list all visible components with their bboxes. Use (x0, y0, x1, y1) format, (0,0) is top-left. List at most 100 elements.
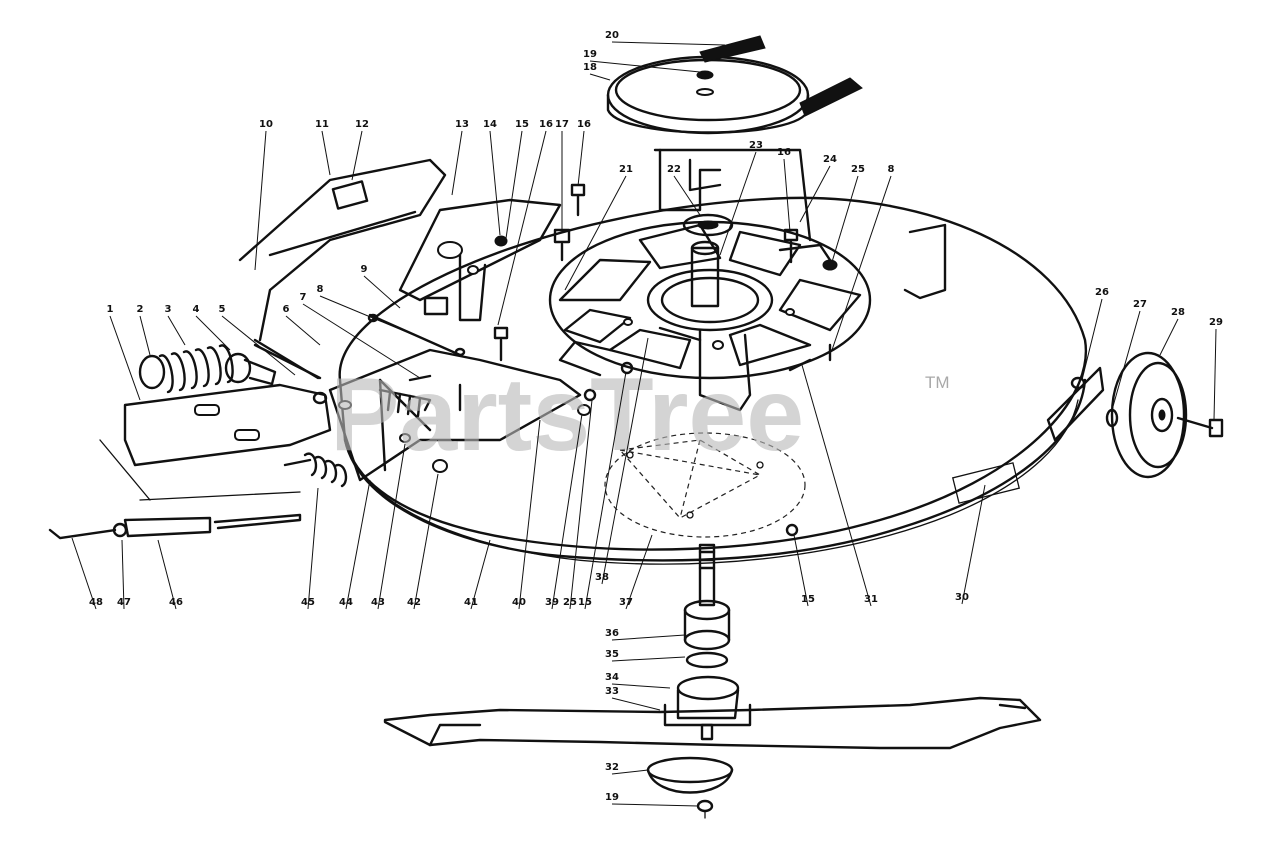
callout-c27: 27 (1133, 299, 1147, 310)
callout-c20: 20 (605, 30, 619, 41)
leader-c15c (584, 371, 627, 610)
leader-c15a (504, 130, 523, 246)
leader-c41 (470, 539, 491, 610)
callout-c4: 4 (193, 304, 200, 315)
leader-c47 (121, 539, 125, 610)
callout-c34: 34 (605, 672, 619, 683)
leader-c19b (611, 803, 699, 807)
leader-c6 (285, 315, 321, 346)
leader-c7 (302, 303, 421, 379)
callout-c18: 18 (583, 62, 597, 73)
leader-c10 (254, 130, 267, 271)
leader-c11 (321, 130, 331, 176)
leader-c14 (489, 130, 501, 236)
callout-c41: 41 (464, 597, 478, 608)
leader-c25a (831, 175, 859, 263)
leader-c27 (1111, 310, 1141, 411)
leader-c24 (799, 165, 831, 223)
belt-guard-and-bracket (238, 158, 562, 342)
callout-c25b: 25 (563, 597, 577, 608)
leader-c21 (564, 175, 627, 291)
leader-c3 (167, 315, 186, 346)
leader-c32 (611, 769, 649, 775)
callout-c33: 33 (605, 686, 619, 697)
leader-c48 (71, 537, 97, 610)
trademark-symbol: TM (925, 373, 950, 392)
callout-c24: 24 (823, 154, 837, 165)
callout-c5: 5 (219, 304, 226, 315)
leader-c33 (611, 697, 661, 711)
callout-c43: 43 (371, 597, 385, 608)
callout-c42: 42 (407, 597, 421, 608)
leader-c29 (1213, 328, 1217, 421)
leader-c20 (611, 41, 726, 46)
callout-c11: 11 (315, 119, 329, 130)
callout-c31: 31 (864, 594, 878, 605)
drive-pulley-and-belt (606, 35, 863, 135)
leader-c23 (719, 151, 757, 256)
callout-c7: 7 (300, 292, 307, 303)
leader-c35 (611, 656, 686, 662)
callout-c32: 32 (605, 762, 619, 773)
leader-c15b (793, 534, 809, 607)
leader-c43 (377, 443, 406, 610)
leader-c45 (307, 487, 319, 610)
callout-c35: 35 (605, 649, 619, 660)
leader-c26 (1081, 298, 1103, 381)
leader-c22 (673, 175, 701, 216)
callout-c36: 36 (605, 628, 619, 639)
callout-c12: 12 (355, 119, 369, 130)
callout-c30: 30 (955, 592, 969, 603)
callout-c22: 22 (667, 164, 681, 175)
idler-arm-bracket (328, 348, 591, 482)
callout-c19b: 19 (605, 792, 619, 803)
callout-c8a: 8 (317, 284, 324, 295)
leader-c5 (221, 315, 296, 376)
callout-c8b: 8 (888, 164, 895, 175)
callout-c16c: 16 (777, 147, 791, 158)
hidden-blade-mount (604, 432, 806, 538)
leader-c12 (351, 130, 363, 181)
callout-c21: 21 (619, 164, 633, 175)
leader-c8a (319, 295, 446, 349)
callout-c37: 37 (619, 597, 633, 608)
leader-c16c (783, 158, 791, 233)
leader-c36 (611, 634, 686, 641)
callout-c44: 44 (339, 597, 353, 608)
center-spider-plate (548, 148, 947, 412)
callout-c14: 14 (483, 119, 497, 130)
callout-c2: 2 (137, 304, 144, 315)
leader-lines (71, 41, 1217, 807)
callout-c39: 39 (545, 597, 559, 608)
callout-c9: 9 (361, 264, 368, 275)
callout-c48: 48 (89, 597, 103, 608)
leader-c39 (551, 413, 583, 610)
leader-c4 (195, 315, 231, 351)
callout-c25a: 25 (851, 164, 865, 175)
leader-c42 (413, 473, 439, 610)
callout-c13: 13 (455, 119, 469, 130)
callout-c26: 26 (1095, 287, 1109, 298)
leader-c19a (589, 60, 701, 73)
callout-c17: 17 (555, 119, 569, 130)
leader-c8b (831, 175, 892, 351)
leader-c18 (589, 73, 611, 81)
callout-c15b: 15 (801, 594, 815, 605)
callout-c47: 47 (117, 597, 131, 608)
leader-c34 (611, 683, 671, 689)
callout-c19a: 19 (583, 49, 597, 60)
callout-c29: 29 (1209, 317, 1223, 328)
leader-c30 (961, 484, 986, 605)
callout-c16b: 16 (577, 119, 591, 130)
callout-c23: 23 (749, 140, 763, 151)
leader-c37 (625, 534, 653, 610)
leader-c2 (139, 315, 151, 356)
leader-c9 (363, 275, 401, 309)
spindle-and-blade (383, 543, 1042, 819)
callout-c45: 45 (301, 597, 315, 608)
height-adjust-spring-bracket (48, 343, 348, 540)
leader-c31 (801, 364, 872, 607)
